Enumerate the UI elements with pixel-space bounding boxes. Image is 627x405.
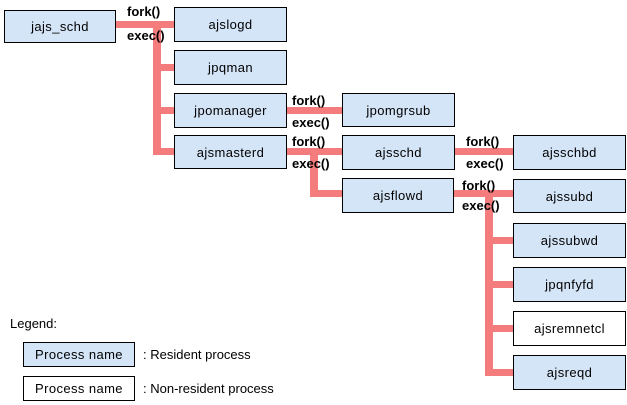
connector-line xyxy=(287,107,342,114)
process-box-jajs_schd: jajs_schd xyxy=(4,10,116,43)
legend-resident-description: : Resident process xyxy=(143,347,251,362)
legend-resident-process-box: Process name xyxy=(23,342,135,367)
process-box-jpomgrsub: jpomgrsub xyxy=(342,93,455,127)
process-box-jpqnfyfd: jpqnfyfd xyxy=(513,267,626,302)
process-box-ajsreqd: ajsreqd xyxy=(513,355,626,390)
connector-line xyxy=(454,190,513,197)
connector-line xyxy=(310,190,342,197)
fork-label: fork() xyxy=(466,134,500,149)
process-box-ajsschbd: ajsschbd xyxy=(513,135,626,170)
process-box-ajsremnetcl: ajsremnetcl xyxy=(513,311,626,346)
fork-label: fork() xyxy=(127,4,161,19)
exec-label: exec() xyxy=(466,156,504,171)
connector-line xyxy=(153,21,161,155)
process-box-ajsflowd: ajsflowd xyxy=(342,178,454,213)
process-box-ajssubd: ajssubd xyxy=(513,179,626,213)
connector-line xyxy=(485,281,513,288)
connector-line xyxy=(310,148,318,193)
connector-line xyxy=(116,21,174,28)
process-box-jpqman: jpqman xyxy=(174,50,287,85)
connector-line xyxy=(485,325,513,332)
legend-nonresident-process-box: Process name xyxy=(23,376,135,401)
fork-label: fork() xyxy=(292,93,326,108)
connector-line xyxy=(455,148,513,155)
connector-line xyxy=(153,64,174,71)
exec-label: exec() xyxy=(462,198,500,213)
process-box-jpomanager: jpomanager xyxy=(174,93,287,128)
exec-label: exec() xyxy=(292,156,330,171)
process-box-ajsschd: ajsschd xyxy=(342,135,455,170)
legend-item-resident: Process name : Resident process xyxy=(23,342,251,367)
fork-label: fork() xyxy=(292,134,326,149)
connector-line xyxy=(153,107,174,114)
process-box-ajsmasterd: ajsmasterd xyxy=(174,135,287,169)
process-box-ajslogd: ajslogd xyxy=(174,7,287,42)
connector-line xyxy=(485,237,513,244)
legend-item-nonresident: Process name : Non-resident process xyxy=(23,376,274,401)
exec-label: exec() xyxy=(292,115,330,130)
fork-label: fork() xyxy=(462,178,496,193)
exec-label: exec() xyxy=(127,28,165,43)
process-box-ajssubwd: ajssubwd xyxy=(513,223,626,258)
connector-line xyxy=(485,369,513,376)
connector-line xyxy=(153,148,174,155)
legend-nonresident-description: : Non-resident process xyxy=(143,381,274,396)
legend-title: Legend: xyxy=(10,316,57,331)
